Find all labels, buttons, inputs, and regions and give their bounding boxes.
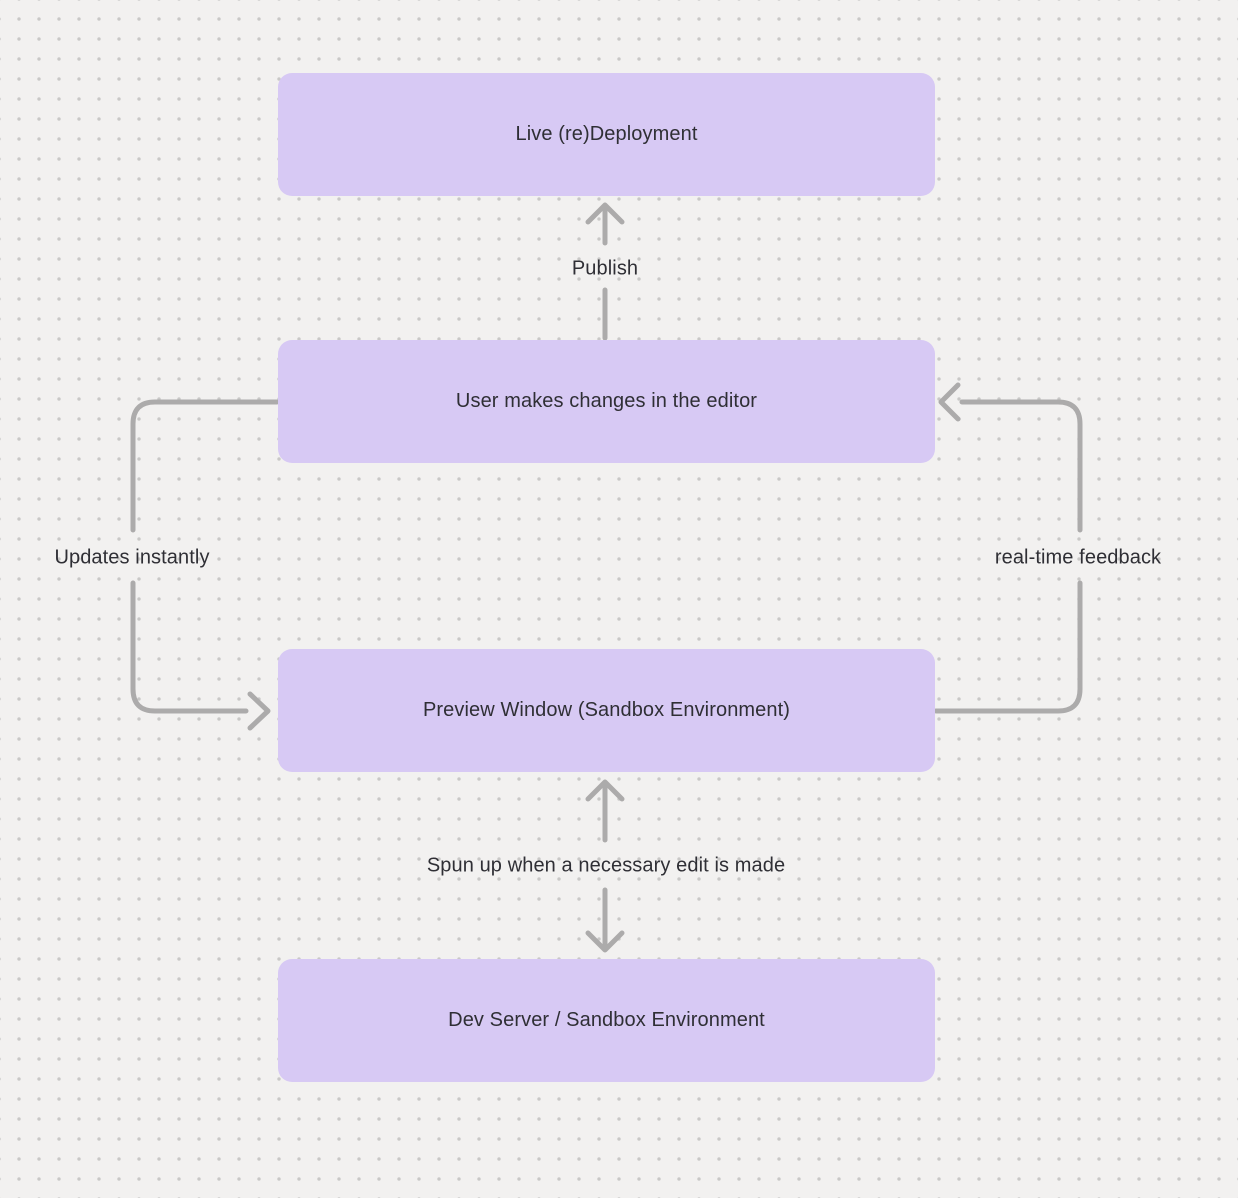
edge-label-updates-instantly: Updates instantly <box>54 546 210 569</box>
node-preview-window: Preview Window (Sandbox Environment) <box>278 649 935 772</box>
node-live-redeployment: Live (re)Deployment <box>278 73 935 196</box>
node-editor: User makes changes in the editor <box>278 340 935 463</box>
edge-label-spun-up: Spun up when a necessary edit is made <box>426 854 786 877</box>
edge-label-real-time-feedback: real-time feedback <box>994 546 1162 569</box>
node-preview-window-label: Preview Window (Sandbox Environment) <box>422 699 791 721</box>
edge-label-publish: Publish <box>571 257 639 280</box>
node-live-redeployment-label: Live (re)Deployment <box>515 123 698 145</box>
node-dev-server: Dev Server / Sandbox Environment <box>278 959 935 1082</box>
node-editor-label: User makes changes in the editor <box>455 390 758 412</box>
node-dev-server-label: Dev Server / Sandbox Environment <box>448 1009 765 1031</box>
